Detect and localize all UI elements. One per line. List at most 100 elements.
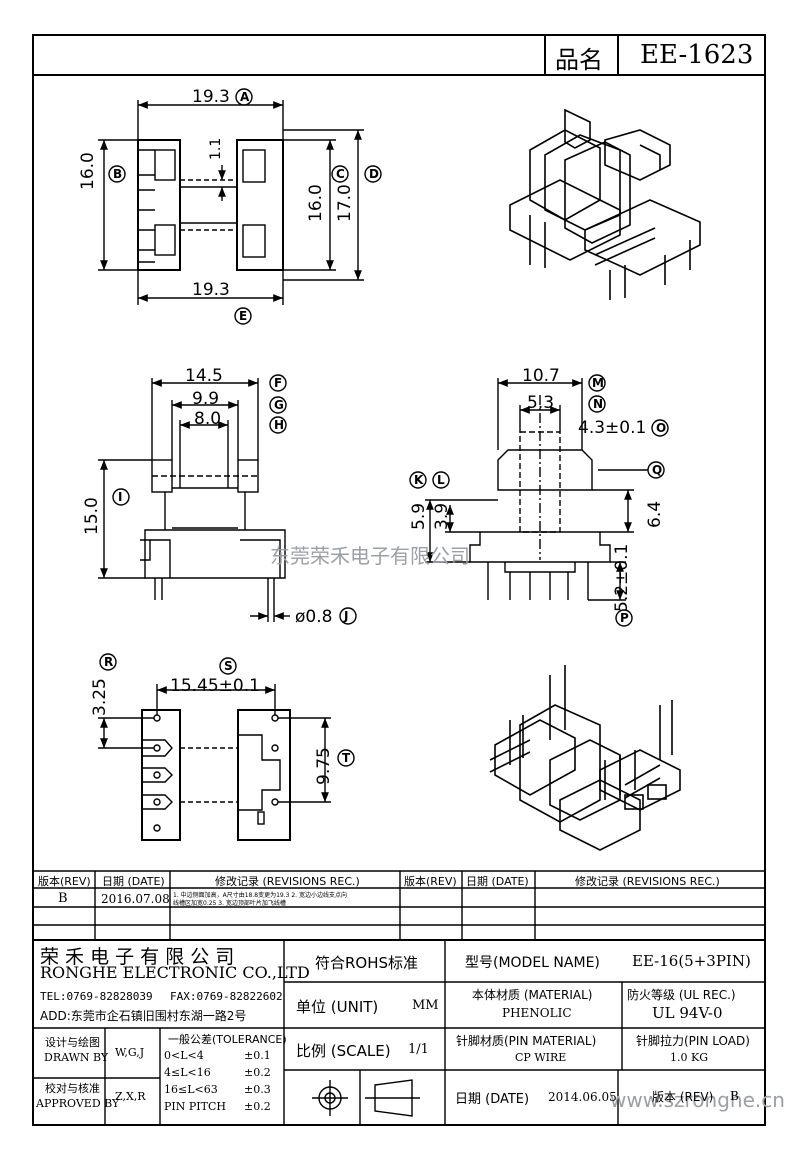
scale-value: 1/1 [408, 1042, 429, 1057]
rohs-label: 符合ROHS标准 [315, 954, 419, 972]
pin-material-value: CP WIRE [515, 1051, 567, 1064]
unit-value: MM [412, 998, 439, 1013]
isometric-view-top [509, 108, 701, 300]
company-tel: TEL:0769-82828039 [40, 990, 153, 1003]
company-name-cn: 荣 禾 电 子 有 限 公 司 [40, 946, 235, 968]
marker-c: C [336, 167, 345, 181]
part-number: EE-1623 [640, 40, 754, 70]
rev-row-rev: B [58, 891, 68, 906]
rev-header-rec-2: 修改记录 (REVISIONS REC.) [575, 875, 720, 888]
date-value: 2014.06.05 [548, 1090, 617, 1104]
dim-r: 3.25 [90, 678, 110, 716]
dim-o: 4.3±0.1 [578, 418, 647, 438]
watermark-url: www.szronghe.cn [610, 1088, 785, 1112]
tolerance-range-4: PIN PITCH [164, 1100, 226, 1113]
rev-header-rev-1: 版本(REV) [38, 875, 91, 888]
marker-k: K [414, 473, 424, 487]
model-name-label: 型号(MODEL NAME) [465, 955, 600, 971]
company-name-en: RONGHE ELECTRONIC CO.,LTD [40, 963, 310, 982]
tolerance-title: 一般公差(TOLERANCE) [168, 1033, 287, 1046]
material-value: PHENOLIC [502, 1006, 572, 1020]
rev-header-rev-2: 版本(REV) [404, 875, 457, 888]
dim-t: 9.75 [314, 747, 334, 785]
unit-label: 单位 (UNIT) [296, 998, 379, 1016]
material-label: 本体材质 (MATERIAL) [472, 988, 593, 1002]
dim-f: 14.5 [185, 366, 223, 386]
rev-row-date: 2016.07.08 [101, 892, 170, 906]
dim-g: 9.9 [192, 389, 220, 409]
marker-h: H [274, 418, 285, 432]
tolerance-value-3: ±0.3 [244, 1083, 271, 1096]
rev-label: 版本 (REV) [652, 1090, 714, 1104]
marker-j: J [344, 609, 349, 623]
marker-r: R [104, 655, 114, 669]
dim-p: 5.2±0.1 [612, 543, 632, 612]
marker-b: B [113, 167, 123, 181]
rev-header-date-2: 日期 (DATE) [466, 875, 529, 888]
title-block-lines [32, 870, 766, 1126]
dim-j: ø0.8 [295, 607, 333, 627]
rev-header-date-1: 日期 (DATE) [102, 875, 165, 888]
tolerance-range-1: 0<L<4 [164, 1049, 204, 1062]
drawn-by-label-cn: 设计与绘图 [45, 1036, 100, 1049]
date-label: 日期 (DATE) [455, 1092, 530, 1107]
dim-e: 19.3 [192, 280, 230, 300]
watermark-company: 东莞荣禾电子有限公司 [270, 544, 470, 568]
marker-d: D [369, 167, 379, 181]
marker-f: F [274, 376, 283, 390]
marker-e: E [239, 309, 248, 323]
drawing-frame [32, 34, 766, 1126]
dim-l: 3.9 [432, 502, 452, 530]
dim-m: 10.7 [522, 366, 560, 386]
tolerance-range-3: 16≤L<63 [164, 1083, 218, 1096]
dim-h: 8.0 [194, 409, 222, 429]
marker-g: G [274, 398, 284, 412]
marker-q: Q [652, 463, 663, 477]
pin-load-value: 1.0 KG [670, 1051, 708, 1064]
pin-material-label: 针脚材质(PIN MATERIAL) [456, 1034, 597, 1048]
marker-p: P [620, 611, 629, 625]
approved-by-value: Z,X,R [115, 1090, 146, 1103]
marker-o: O [656, 421, 667, 435]
bottom-view-drawing [98, 684, 331, 841]
marker-s: S [224, 659, 233, 673]
dim-a: 19.3 [192, 87, 230, 107]
dim-n: 5.3 [527, 393, 555, 413]
dim-gap: 1.1 [208, 137, 224, 160]
tolerance-value-2: ±0.2 [244, 1066, 271, 1079]
dimension-marker-circles [99, 88, 669, 767]
rev-value: B [730, 1089, 739, 1103]
top-view-drawing [98, 100, 364, 305]
marker-l: L [437, 473, 445, 487]
drawn-by-label-en: DRAWN BY [44, 1051, 109, 1064]
rev-row-note-line2: 线槽区加宽0.25 3. 宽边顶部叶片加飞线槽 [173, 900, 286, 907]
isometric-view-bottom [489, 665, 681, 851]
dim-s: 15.45±0.1 [170, 676, 260, 696]
dim-d: 17.0 [335, 184, 355, 222]
front-view-drawing [425, 378, 650, 601]
scale-label: 比例 (SCALE) [296, 1042, 391, 1060]
ul-label: 防火等级 (UL REC.) [627, 988, 736, 1002]
part-name-label: 品名 [555, 46, 603, 74]
rev-header-rec-1: 修改记录 (REVISIONS REC.) [215, 875, 360, 888]
marker-a: A [240, 90, 250, 104]
marker-i: I [118, 490, 123, 504]
ul-value: UL 94V-0 [652, 1004, 723, 1022]
tolerance-range-2: 4≤L<16 [164, 1066, 211, 1079]
tolerance-value-4: ±0.2 [244, 1100, 271, 1113]
dim-b: 16.0 [78, 152, 98, 190]
model-name-value: EE-16(5+3PIN) [632, 952, 751, 970]
dim-k: 5.9 [409, 502, 429, 530]
marker-m: M [592, 376, 604, 390]
approved-by-label-cn: 校对与核准 [45, 1082, 100, 1095]
rev-row-note-line1: 1. 中边侧面加高，A尺寸由18.8变更为19.3 2. 宽边小边线支点向 [173, 892, 347, 899]
dim-q: 6.4 [645, 500, 665, 528]
dim-i: 15.0 [82, 497, 102, 535]
marker-n: N [593, 397, 604, 411]
side-view-drawing [98, 378, 290, 622]
company-address: ADD:东莞市企石镇旧围村东湖一路2号 [40, 1009, 247, 1023]
marker-t: T [342, 751, 351, 765]
pin-load-label: 针脚拉力(PIN LOAD) [636, 1034, 750, 1048]
drawn-by-value: W,G,J [115, 1046, 145, 1059]
